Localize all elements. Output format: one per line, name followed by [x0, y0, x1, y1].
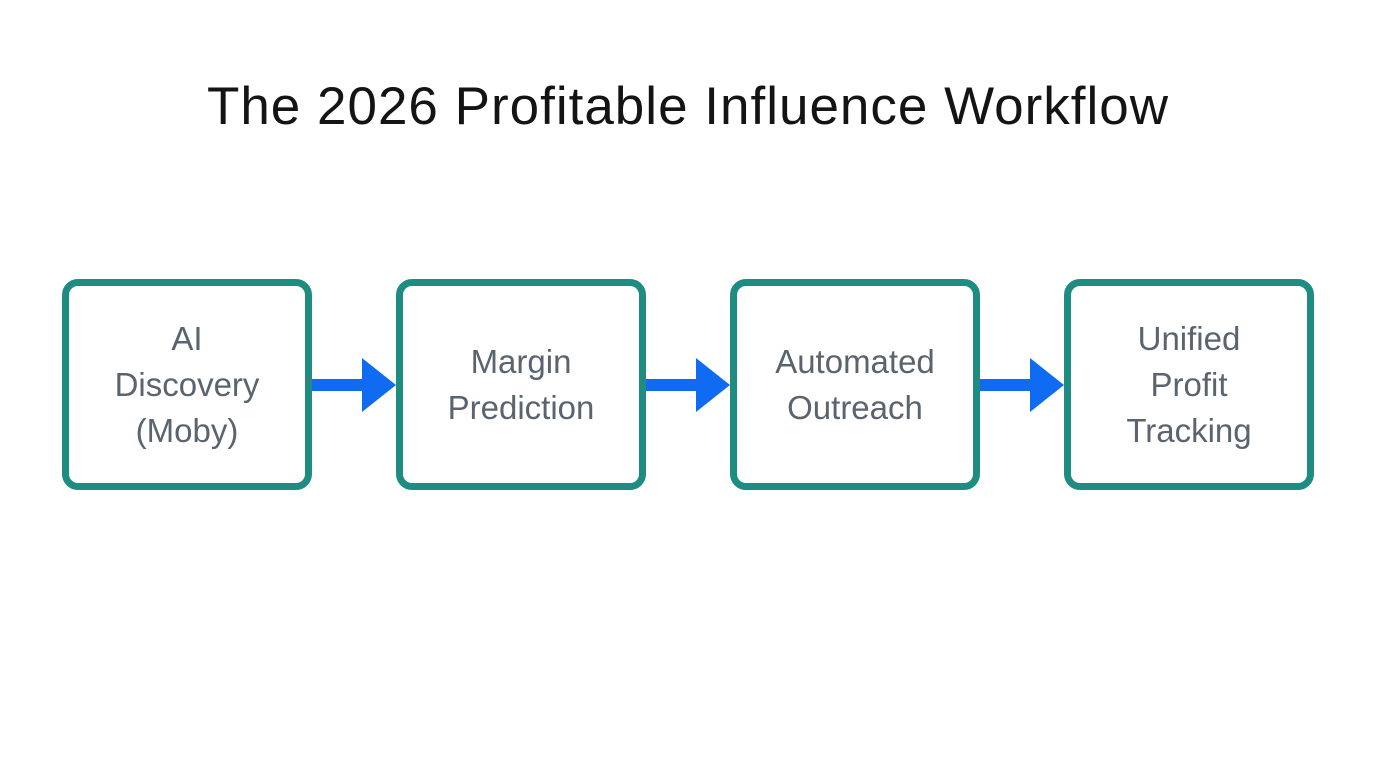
flow-arrow-icon	[312, 357, 396, 412]
step-label-line: Discovery	[114, 365, 260, 403]
flow-arrow-icon	[646, 357, 730, 412]
step-label-line: (Moby)	[135, 411, 239, 449]
step-label-line: Automated	[775, 342, 935, 380]
flow-arrow-icon	[980, 357, 1064, 412]
step-label-line: Tracking	[1126, 411, 1252, 449]
step-box-unified-profit-tracking: Unified Profit Tracking	[1064, 279, 1314, 490]
workflow-flow-row: AI Discovery (Moby) Margin Prediction Au…	[62, 279, 1314, 490]
step-box-automated-outreach: Automated Outreach	[730, 279, 980, 490]
step-label-line: Profit	[1150, 365, 1228, 403]
step-label-line: Outreach	[787, 388, 923, 426]
step-box-margin-prediction: Margin Prediction	[396, 279, 646, 490]
step-label-line: AI	[171, 319, 203, 357]
step-label-line: Prediction	[447, 388, 595, 426]
step-label-line: Unified	[1137, 319, 1241, 357]
page-title: The 2026 Profitable Influence Workflow	[206, 77, 1170, 136]
step-label-line: Margin	[470, 342, 572, 380]
step-box-ai-discovery: AI Discovery (Moby)	[62, 279, 312, 490]
